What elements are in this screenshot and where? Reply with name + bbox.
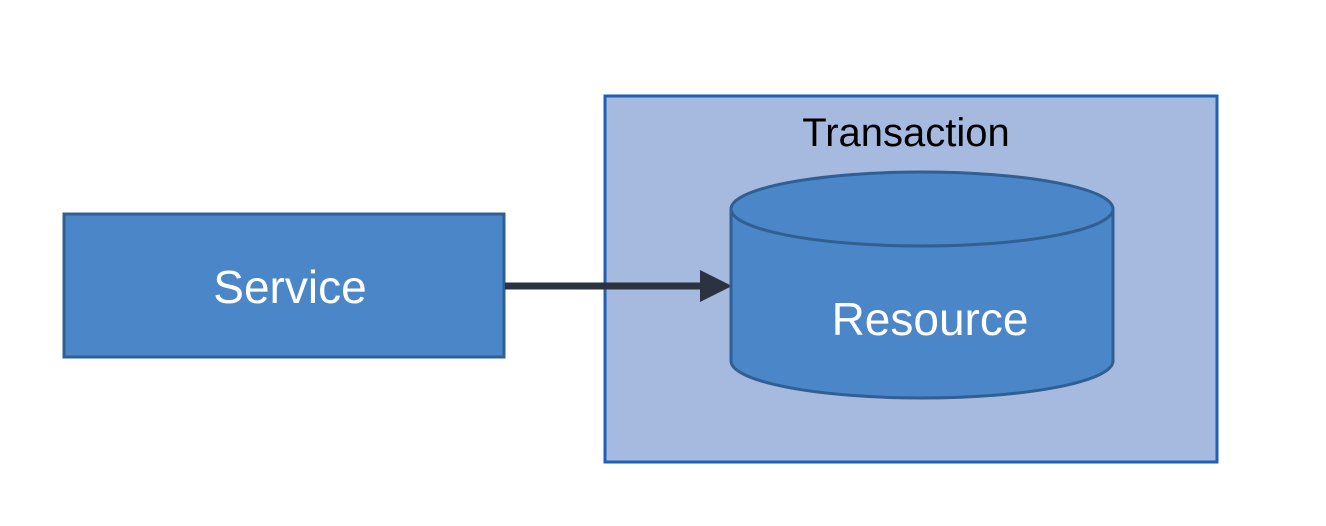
- service-to-resource-arrow: [505, 270, 732, 302]
- arrow-head: [700, 270, 732, 302]
- resource-node: Resource: [729, 170, 1115, 400]
- service-box: [62, 212, 506, 359]
- resource-cylinder-body: [729, 209, 1115, 400]
- resource-label: Resource: [832, 293, 1029, 345]
- service-node: Service: [62, 212, 506, 359]
- service-label: Service: [213, 261, 366, 313]
- transaction-label: Transaction: [802, 111, 1010, 155]
- resource-cylinder-top: [729, 170, 1115, 248]
